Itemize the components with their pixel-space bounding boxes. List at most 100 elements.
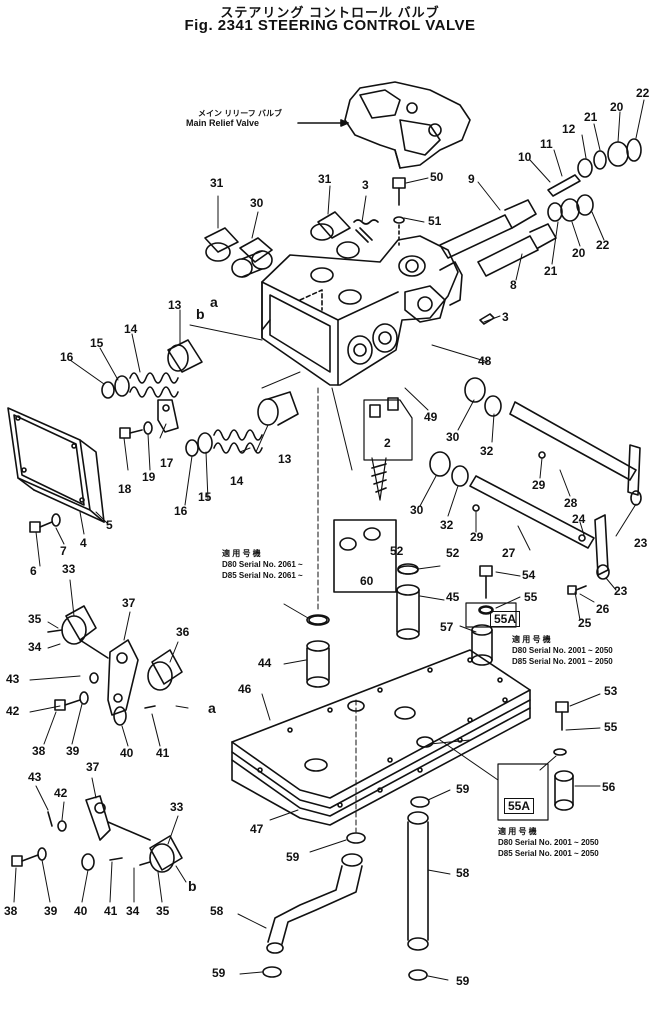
plate-46-47-drawing bbox=[231, 649, 531, 826]
part-label: 41 bbox=[104, 904, 118, 918]
serial-note-55A-bottom: 適 用 号 機 D80 Serial No. 2001 ~ 2050 D85 S… bbox=[498, 826, 599, 859]
part-label: 16 bbox=[174, 504, 188, 518]
part-label: 55 bbox=[524, 590, 538, 604]
part-label: 3 bbox=[362, 178, 369, 192]
part-label: 36 bbox=[176, 625, 190, 639]
part-label: 43 bbox=[6, 672, 20, 686]
part-label: 26 bbox=[596, 602, 610, 616]
bolt-50-drawing bbox=[392, 177, 406, 246]
part-label: 52 bbox=[446, 546, 460, 560]
tube-45-drawing bbox=[396, 565, 420, 640]
part-label: 47 bbox=[250, 822, 264, 836]
part-label: 12 bbox=[562, 122, 576, 136]
part-label: 9 bbox=[468, 172, 475, 186]
item-55A-box-bottom bbox=[497, 763, 549, 821]
part-label: 23 bbox=[614, 584, 628, 598]
item-60-box bbox=[333, 519, 397, 593]
serial-note-60: 適 用 号 機 D80 Serial No. 2061 ~ D85 Serial… bbox=[222, 548, 303, 581]
part-label: a bbox=[210, 294, 218, 310]
item-2-drawing bbox=[363, 397, 413, 501]
sleeve-57-drawing bbox=[471, 624, 493, 666]
part-label: 18 bbox=[118, 482, 132, 496]
part-label: 6 bbox=[30, 564, 37, 578]
figure-title: Fig. 2341 STEERING CONTROL VALVE bbox=[184, 17, 476, 34]
part-label: 60 bbox=[360, 574, 374, 588]
item-55A-box-top bbox=[465, 602, 517, 628]
part-label: 53 bbox=[604, 684, 618, 698]
shaft-27-28-drawing bbox=[429, 377, 642, 595]
part-label: 37 bbox=[86, 760, 100, 774]
main-relief-valve-label-jp: メイン リリーフ バルブ bbox=[198, 109, 282, 118]
part-label: 14 bbox=[124, 322, 138, 336]
part-label: 41 bbox=[156, 746, 170, 760]
part-label: b bbox=[188, 878, 197, 894]
serial-note-heading: 適 用 号 機 bbox=[498, 827, 537, 836]
part-label: 54 bbox=[522, 568, 536, 582]
sleeve-56-drawing bbox=[554, 770, 574, 811]
part-label: 44 bbox=[258, 656, 272, 670]
lower-spring-set-drawing bbox=[185, 391, 299, 457]
part-label: 22 bbox=[596, 238, 610, 252]
part-label: 32 bbox=[440, 518, 454, 532]
part-label: 34 bbox=[126, 904, 140, 918]
part-label: 58 bbox=[456, 866, 470, 880]
serial-note-line: D80 Serial No. 2061 ~ bbox=[222, 560, 303, 569]
serial-note-55A-top: 適 用 号 機 D80 Serial No. 2001 ~ 2050 D85 S… bbox=[512, 634, 613, 667]
part-label: 40 bbox=[74, 904, 88, 918]
tube-44-drawing bbox=[306, 615, 330, 688]
linkage-upper-drawing bbox=[47, 605, 183, 726]
main-relief-valve-label: Main Relief Valve bbox=[186, 118, 260, 128]
part-label: 49 bbox=[424, 410, 438, 424]
part-label: 11 bbox=[540, 137, 553, 151]
bolt-54-drawing bbox=[479, 565, 493, 614]
part-label: 28 bbox=[564, 496, 578, 510]
part-label: 38 bbox=[4, 904, 18, 918]
part-label: 59 bbox=[286, 850, 300, 864]
linkage-lower-drawing bbox=[11, 795, 183, 873]
part-label: 21 bbox=[584, 110, 598, 124]
part-label: 30 bbox=[410, 503, 424, 517]
part-label: 56 bbox=[602, 780, 616, 794]
part-label: 33 bbox=[62, 562, 76, 576]
main-relief-valve-drawing bbox=[344, 81, 471, 169]
part-label: 7 bbox=[60, 544, 67, 558]
leader-lines bbox=[13, 99, 645, 981]
serial-note-line: D85 Serial No. 2061 ~ bbox=[222, 571, 303, 580]
pipe-58-right-drawing bbox=[407, 811, 429, 951]
title-japanese: ステアリング コントロール バルブ bbox=[220, 5, 440, 20]
part-label: 31 bbox=[210, 176, 224, 190]
part-label: 30 bbox=[250, 196, 264, 210]
part-label: 29 bbox=[470, 530, 484, 544]
part-label: 16 bbox=[60, 350, 74, 364]
part-label: 17 bbox=[160, 456, 174, 470]
part-label: a bbox=[208, 700, 216, 716]
part-label: 30 bbox=[446, 430, 460, 444]
part-label: 20 bbox=[572, 246, 586, 260]
plate-17-drawing bbox=[119, 399, 179, 439]
part-label: 35 bbox=[28, 612, 42, 626]
part-label: 15 bbox=[90, 336, 104, 350]
part-label: 5 bbox=[106, 518, 113, 532]
part-label: 13 bbox=[168, 298, 182, 312]
part-label-55A: 55A bbox=[490, 611, 521, 627]
part-label: 2 bbox=[384, 436, 391, 450]
part-label: 20 bbox=[610, 100, 624, 114]
part-label: 23 bbox=[634, 536, 648, 550]
part-label: 52 bbox=[390, 544, 404, 558]
part-label: 46 bbox=[238, 682, 252, 696]
part-label: 35 bbox=[156, 904, 170, 918]
part-label: 19 bbox=[142, 470, 156, 484]
spool-assembly-drawing bbox=[439, 138, 642, 277]
part-label: 48 bbox=[478, 354, 492, 368]
part-label: 39 bbox=[66, 744, 80, 758]
part-label: 38 bbox=[32, 744, 46, 758]
part-label-55A: 55A bbox=[504, 798, 535, 814]
part-label: 59 bbox=[456, 782, 470, 796]
items-31-30-drawing bbox=[204, 211, 495, 325]
part-label: 34 bbox=[28, 640, 42, 654]
part-label: 42 bbox=[6, 704, 20, 718]
part-label: 37 bbox=[122, 596, 136, 610]
part-label: 50 bbox=[430, 170, 444, 184]
bolt-53-drawing bbox=[553, 701, 569, 756]
part-label: 42 bbox=[54, 786, 68, 800]
